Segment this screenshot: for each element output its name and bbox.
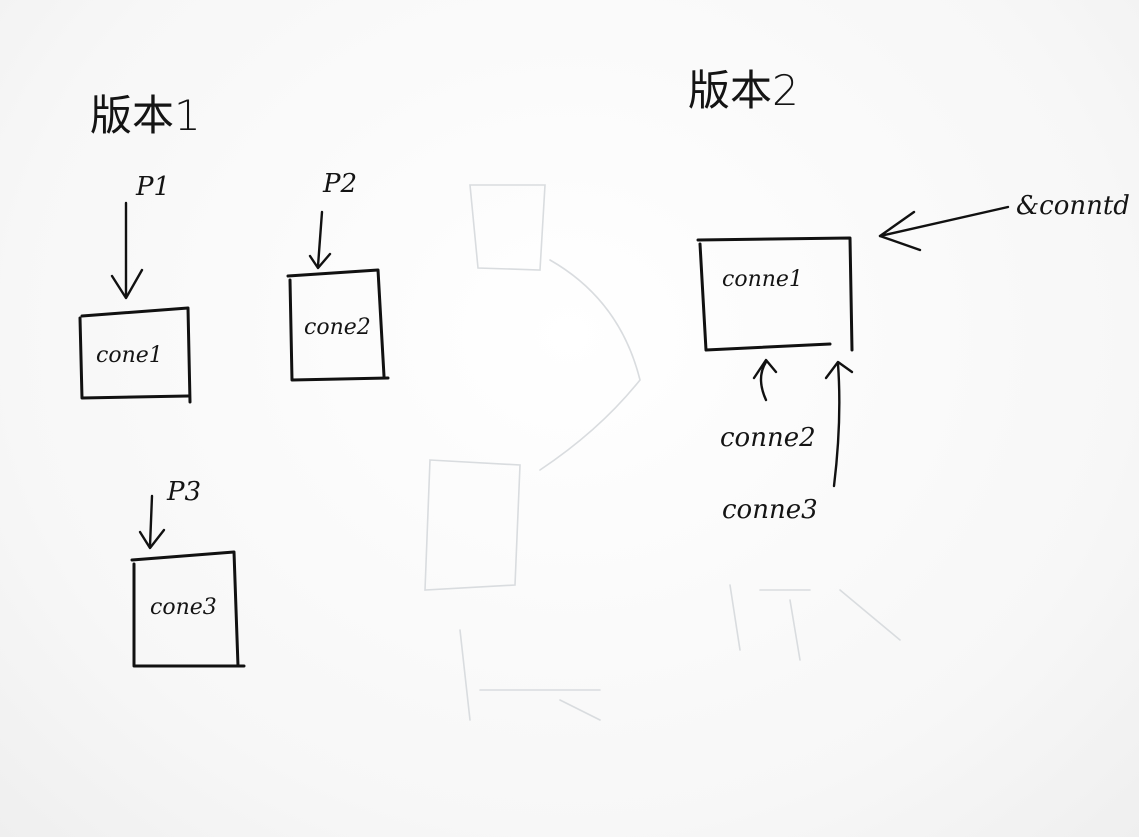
v2-shared-connection: conne1 &conntd conne2 conne3 bbox=[696, 191, 1130, 525]
pointer-label-p3: P3 bbox=[166, 477, 201, 507]
box-cone2 bbox=[286, 268, 390, 382]
arrow-p1-head bbox=[110, 268, 144, 300]
box-conne1 bbox=[696, 236, 854, 352]
v1-connection-1: P1 cone1 bbox=[78, 172, 192, 404]
v1-connection-3: P3 cone3 bbox=[130, 477, 246, 668]
arrow-conne3-shaft bbox=[832, 362, 841, 488]
box-label-cone3: cone3 bbox=[150, 595, 217, 620]
arrow-p3-shaft bbox=[148, 494, 154, 548]
arrow-p2-head bbox=[308, 252, 332, 270]
arrow-conntd-head bbox=[878, 210, 922, 252]
version2-title: 版本2 bbox=[688, 66, 799, 115]
box-label-cone1: cone1 bbox=[96, 343, 163, 368]
box-label-conne1: conne1 bbox=[722, 267, 803, 292]
arrow-p2-shaft bbox=[316, 210, 324, 268]
arrow-conntd-shaft bbox=[878, 205, 1010, 238]
box-label-cone2: cone2 bbox=[304, 315, 371, 340]
arrow-p3-head bbox=[138, 528, 166, 550]
arrow-conne2-head bbox=[752, 358, 778, 380]
v1-connection-2: P2 cone2 bbox=[286, 169, 390, 382]
bleed-through-marks bbox=[424, 184, 901, 721]
arrow-conne3-head bbox=[824, 360, 854, 380]
waiting-label-conne3: conne3 bbox=[722, 495, 818, 525]
pointer-label-p2: P2 bbox=[322, 169, 357, 199]
pointer-label-p1: P1 bbox=[135, 172, 170, 202]
box-cone3 bbox=[130, 550, 246, 668]
arrow-conne2-shaft bbox=[759, 360, 768, 402]
external-pointer-label: &conntd bbox=[1016, 191, 1130, 221]
box-cone1 bbox=[78, 306, 192, 404]
waiting-label-conne2: conne2 bbox=[720, 423, 816, 453]
version1-title: 版本1 bbox=[90, 91, 201, 140]
